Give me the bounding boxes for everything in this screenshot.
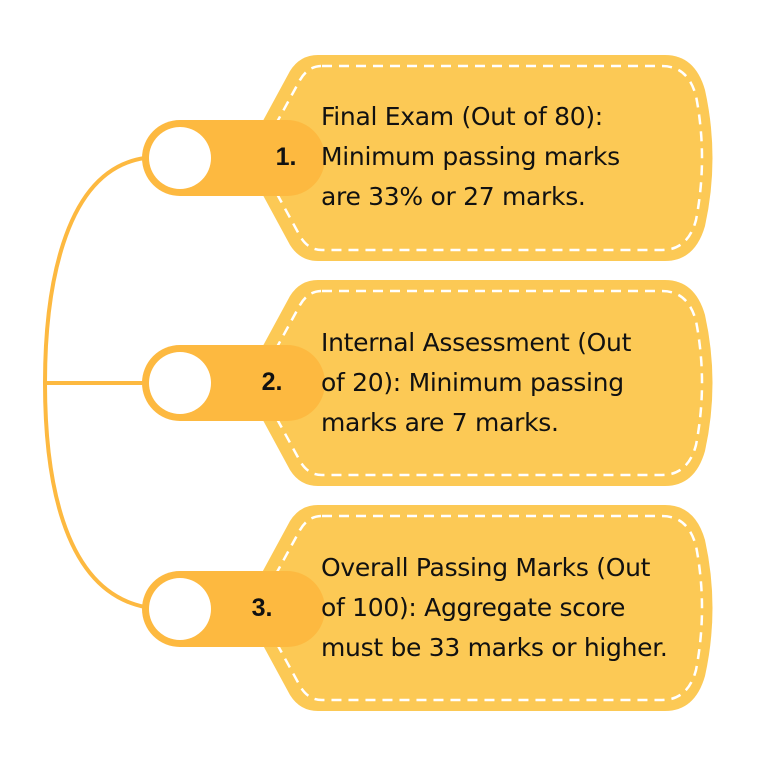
tag-3 (142, 505, 713, 711)
item-number-3: 3. (251, 594, 273, 622)
item-3-line-3: must be 33 marks or higher. (321, 633, 668, 662)
item-text-1: Final Exam (Out of 80): Minimum passing … (321, 97, 721, 217)
item-text-3: Overall Passing Marks (Out of 100): Aggr… (321, 548, 721, 668)
item-text-2: Internal Assessment (Out of 20): Minimum… (321, 323, 721, 443)
item-number-1: 1. (275, 143, 297, 171)
item-1-line-1: Final Exam (Out of 80): (321, 102, 603, 131)
item-2-line-1: Internal Assessment (Out (321, 328, 632, 357)
tag-2 (142, 280, 713, 486)
item-2-line-3: marks are 7 marks. (321, 408, 559, 437)
item-number-2: 2. (261, 368, 283, 396)
tag-1 (142, 55, 713, 261)
item-1-line-3: are 33% or 27 marks. (321, 182, 586, 211)
item-2-line-2: of 20): Minimum passing (321, 368, 624, 397)
item-1-line-2: Minimum passing marks (321, 142, 620, 171)
item-3-line-1: Overall Passing Marks (Out (321, 553, 651, 582)
item-3-line-2: of 100): Aggregate score (321, 593, 626, 622)
